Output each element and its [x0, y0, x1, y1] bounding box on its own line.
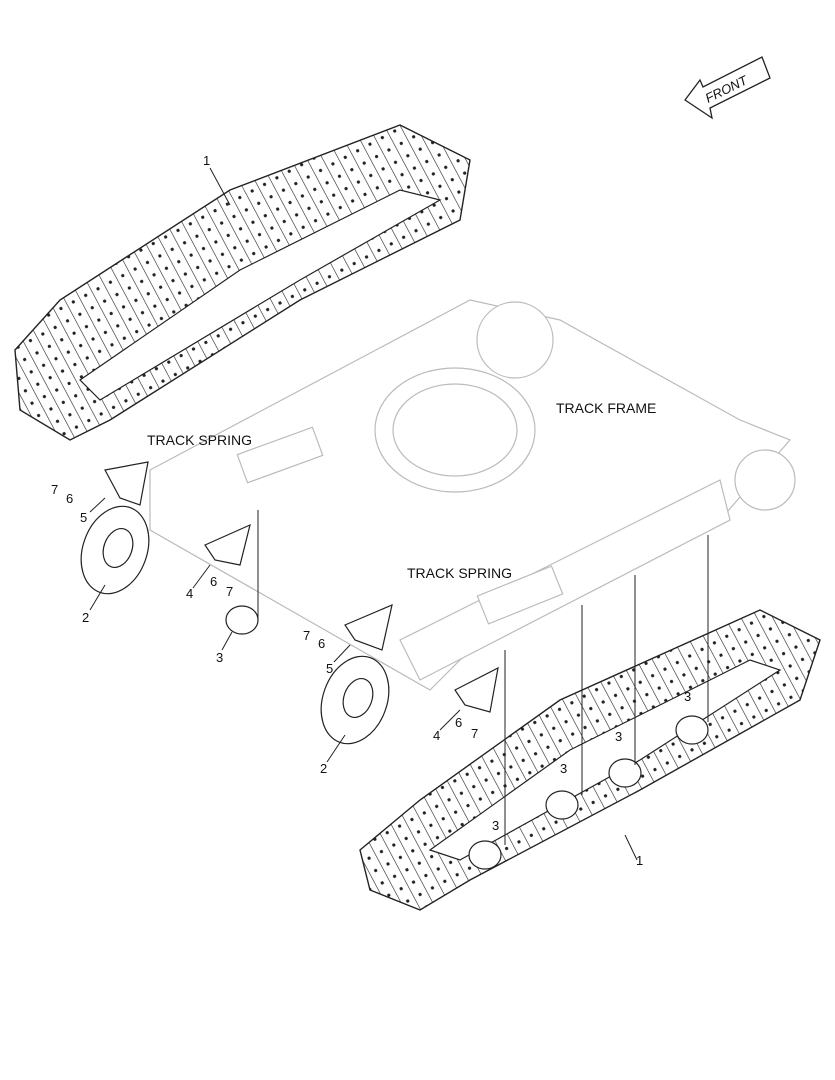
callout: 6	[210, 574, 217, 589]
callout: 5	[326, 661, 333, 676]
track-rollers	[225, 605, 709, 870]
callout: 7	[303, 628, 310, 643]
callout: 6	[455, 715, 462, 730]
callout: 1	[203, 153, 210, 168]
callout: 7	[226, 584, 233, 599]
callout: 5	[80, 510, 87, 525]
callout: 4	[186, 586, 193, 601]
track-chain-top	[14, 124, 471, 441]
callout: 4	[433, 728, 440, 743]
callout: 3	[216, 650, 223, 665]
leader-lines	[89, 167, 709, 861]
guards	[104, 461, 499, 713]
track-chain-bottom	[359, 609, 821, 911]
callout: 7	[51, 482, 58, 497]
callout: 3	[492, 818, 499, 833]
callout: 6	[318, 636, 325, 651]
track-spring-label-left: TRACK SPRING	[147, 432, 252, 448]
callout-numbers: 1 1 2 2 3 3 3 3 3 4 4 5 5 6 6 6 6 7 7 7 …	[51, 153, 691, 868]
track-frame	[149, 299, 796, 691]
callout: 2	[82, 610, 89, 625]
callout: 7	[471, 726, 478, 741]
callout: 6	[66, 491, 73, 506]
callout: 1	[636, 853, 643, 868]
callout: 3	[684, 689, 691, 704]
idler-right	[320, 655, 390, 745]
track-frame-label: TRACK FRAME	[556, 400, 656, 416]
idler-left	[80, 505, 150, 595]
callout: 3	[560, 761, 567, 776]
track-spring-label-right: TRACK SPRING	[407, 565, 512, 581]
callout: 3	[615, 729, 622, 744]
front-arrow-icon: FRONT	[684, 56, 771, 120]
callout: 2	[320, 761, 327, 776]
